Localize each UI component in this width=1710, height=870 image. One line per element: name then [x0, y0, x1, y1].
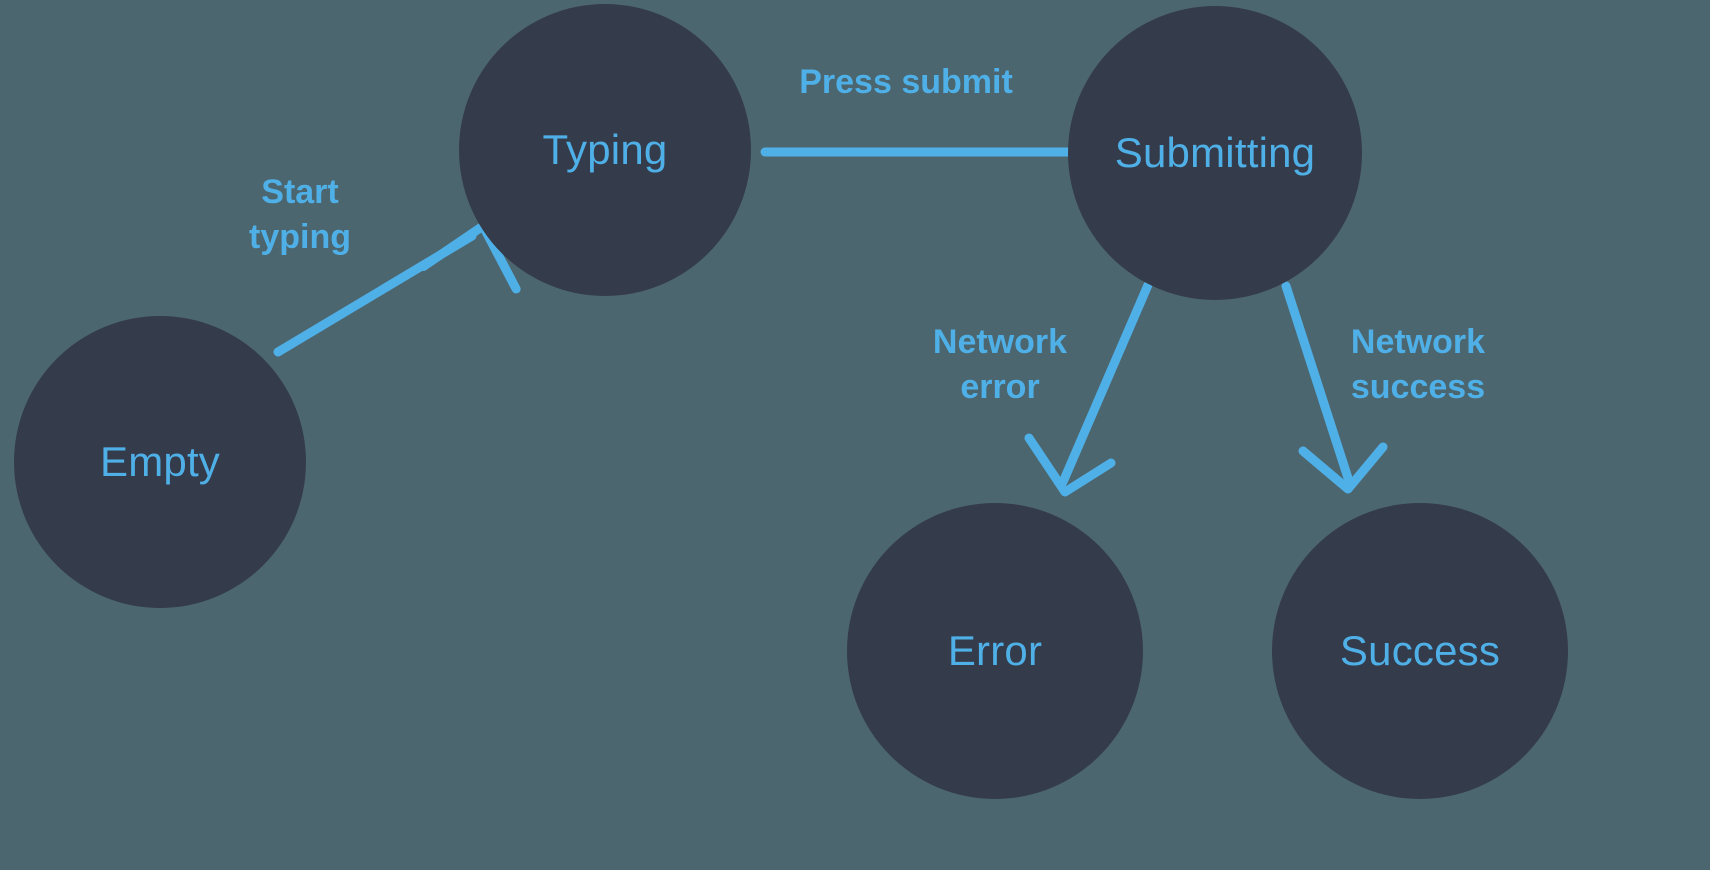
state-node-success-label: Success	[1339, 626, 1501, 674]
state-node-error-label: Error	[947, 626, 1043, 674]
transition-arrow-network-error	[1024, 280, 1153, 497]
state-node-submitting-label: Submitting	[1114, 128, 1316, 176]
state-node-success[interactable]: Success	[1272, 503, 1568, 799]
state-node-typing-label: Typing	[542, 125, 668, 173]
state-node-error[interactable]: Error	[847, 503, 1143, 799]
transition-arrow-network-success	[1281, 281, 1388, 494]
state-node-empty[interactable]: Empty	[14, 316, 306, 608]
state-node-typing[interactable]: Typing	[459, 4, 751, 296]
state-node-empty-label: Empty	[99, 437, 221, 485]
state-node-submitting[interactable]: Submitting	[1068, 6, 1362, 300]
transition-arrow-start-typing	[273, 221, 521, 357]
